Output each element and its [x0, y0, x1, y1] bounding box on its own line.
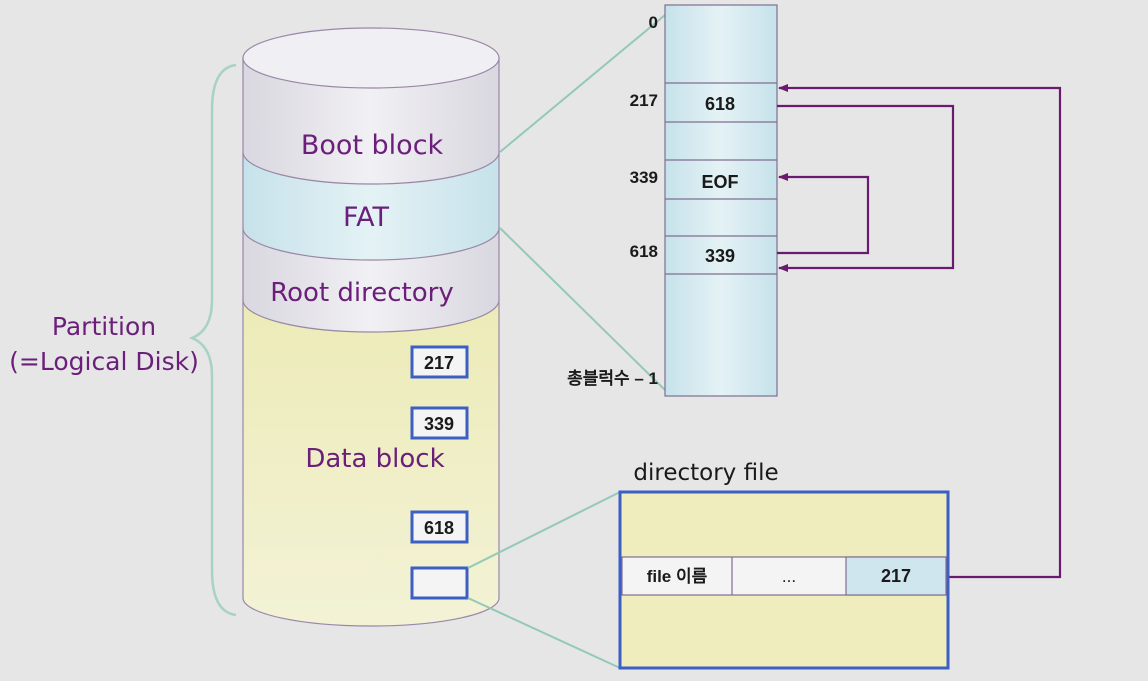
directory-entry-start-block: 217	[881, 566, 911, 586]
fat-label: FAT	[343, 202, 389, 233]
fat-entry-618-value: 339	[705, 246, 735, 266]
partition-label: Partition	[52, 312, 156, 341]
fat-index-217: 217	[630, 91, 658, 110]
arrow-dir-to-217	[778, 84, 1062, 579]
partition-brace	[188, 63, 237, 617]
fat-table: 618 EOF 339	[664, 4, 778, 397]
directory-entry-filename: file 이름	[647, 567, 708, 586]
boot-block-section	[242, 27, 500, 185]
fat-index-618: 618	[630, 242, 658, 261]
fat-entry-217-value: 618	[705, 94, 735, 114]
fat-entry-339-value: EOF	[701, 172, 738, 192]
connector-lines	[467, 14, 666, 669]
data-block-339: 339	[410, 406, 469, 440]
directory-entry-ellipsis: ...	[782, 567, 796, 586]
partition-sublabel: (=Logical Disk)	[9, 347, 199, 376]
arrow-618-to-339	[777, 173, 870, 255]
root-directory-label: Root directory	[270, 278, 454, 308]
fat-index-339: 339	[630, 168, 658, 187]
directory-file-title: directory file	[633, 460, 778, 486]
data-block-618: 618	[410, 510, 469, 544]
directory-data-block	[410, 566, 469, 600]
data-block-217: 217	[410, 345, 469, 379]
directory-file-box: file 이름 ... 217	[618, 490, 950, 670]
fat-index-end: 총블럭수 – 1	[567, 369, 658, 388]
data-block-label: Data block	[305, 444, 444, 474]
data-block-618-label: 618	[424, 518, 454, 538]
fat-index-start: 0	[649, 13, 658, 32]
data-block-339-label: 339	[424, 414, 454, 434]
fat-chain-arrows	[777, 84, 1062, 579]
data-block-217-label: 217	[424, 353, 454, 373]
boot-block-label: Boot block	[301, 130, 444, 161]
arrow-217-to-618	[777, 104, 955, 272]
